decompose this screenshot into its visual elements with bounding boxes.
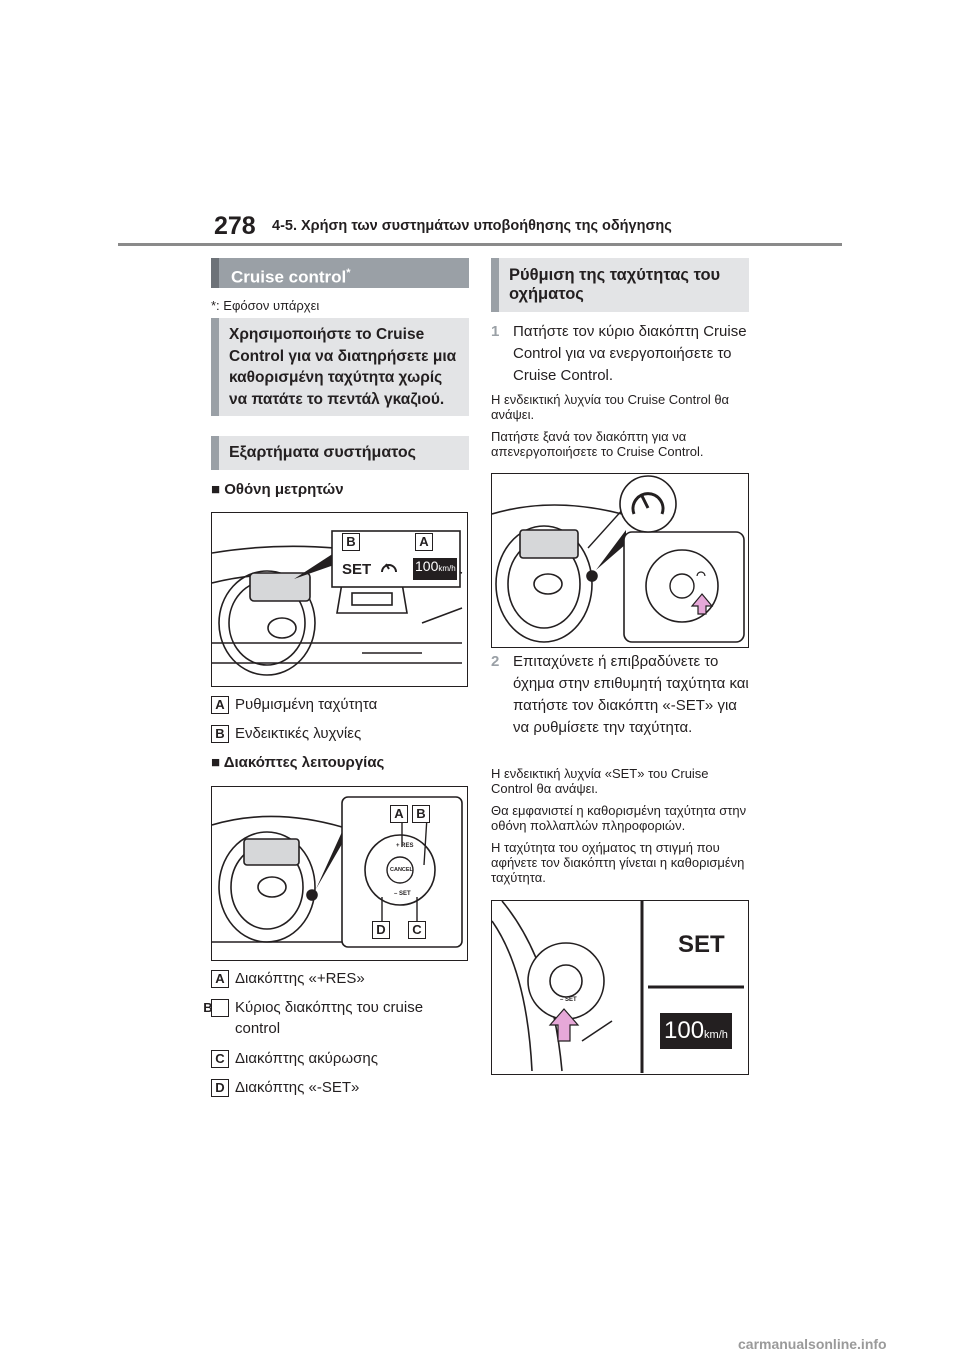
meter-item-b-text: Ενδεικτικές λυχνίες xyxy=(235,725,362,742)
step-2-text: Επιταχύνετε ή επιβραδύνετε το όχημα στην… xyxy=(513,653,749,736)
callout-a: A xyxy=(390,805,408,823)
cancel-switch-label: CANCEL xyxy=(390,867,413,873)
meter-heading-text: Οθόνη μετρητών xyxy=(224,481,344,498)
step-2-number: 2 xyxy=(491,653,500,670)
switches-illustration xyxy=(212,796,463,948)
callout-d: D xyxy=(372,921,390,939)
footnote: *: Εφόσον υπάρχει xyxy=(211,298,320,313)
switch-item-d: D Διακόπτης «-SET» xyxy=(211,1077,359,1098)
step-2-note-3: Η ταχύτητα του οχήματος τη στιγμή που αφ… xyxy=(491,840,745,885)
switch-item-c-text: Διακόπτης ακύρωσης xyxy=(235,1050,378,1067)
switch-item-c: C Διακόπτης ακύρωσης xyxy=(211,1048,378,1069)
switch-item-a-text: Διακόπτης «+RES» xyxy=(235,970,365,987)
set-speed-display: 100km/h xyxy=(660,1013,732,1049)
intro-box: Χρησιμοποιήστε το Cruise Control για να … xyxy=(211,318,469,416)
cruise-indicator-icon xyxy=(380,559,398,577)
meter-item-b-tag: B xyxy=(211,725,229,744)
set-switch-label: – SET xyxy=(560,997,577,1003)
set-speed-unit: km/h xyxy=(438,564,456,573)
switches-figure: A B + RES CANCEL – SET D C xyxy=(211,786,468,961)
set-speed-value: 100 xyxy=(415,558,439,574)
callout-c: C xyxy=(408,921,426,939)
speed-setting-heading: Ρύθμιση της ταχύτητας του οχήματος xyxy=(491,258,749,312)
step-2-note-1: Η ενδεικτική λυχνία «SET» του Cruise Con… xyxy=(491,766,709,796)
running-title: 4-5. Χρήση των συστημάτων υποβοήθησης τη… xyxy=(272,218,672,234)
step-1-note-1: Η ενδεικτική λυχνία του Cruise Control θ… xyxy=(491,392,730,422)
meter-item-b: B Ενδεικτικές λυχνίες xyxy=(211,723,361,744)
step-2: 2 Επιταχύνετε ή επιβραδύνετε το όχημα στη… xyxy=(491,651,749,739)
set-indicator: SET xyxy=(678,931,725,958)
components-heading: Εξαρτήματα συστήματος xyxy=(211,436,469,470)
set-switch-figure: – SET SET 100km/h xyxy=(491,900,749,1075)
cruise-control-heading-mark: * xyxy=(346,267,351,279)
bullet-square-icon: ■ xyxy=(211,481,221,498)
switch-item-b-text: Κύριος διακόπτης του cruise control xyxy=(235,999,424,1037)
cruise-control-heading-text: Cruise control xyxy=(231,267,347,287)
callout-b: B xyxy=(342,533,360,551)
meter-display-figure: B A SET 100km/h xyxy=(211,512,468,687)
step-1-note-2: Πατήστε ξανά τον διακόπτη για να απενεργ… xyxy=(491,429,704,459)
watermark: carmanualsonline.info xyxy=(738,1336,887,1352)
step-1-text: Πατήστε τον κύριο διακόπτη Cruise Contro… xyxy=(513,323,747,384)
switch-heading: ■ Διακόπτες λειτουργίας xyxy=(211,754,384,771)
switch-item-b: B Κύριος διακόπτης του cruise control xyxy=(203,997,469,1039)
set-switch-illustration xyxy=(492,901,744,1073)
meter-item-a: A Ρυθμισμένη ταχύτητα xyxy=(211,694,377,715)
switch-item-b-tag: B xyxy=(203,999,229,1018)
meter-item-a-text: Ρυθμισμένη ταχύτητα xyxy=(235,696,378,713)
switch-heading-text: Διακόπτες λειτουργίας xyxy=(223,754,385,771)
callout-b: B xyxy=(412,805,430,823)
header-rule xyxy=(118,243,842,246)
step-1-number: 1 xyxy=(491,323,500,340)
set-speed-value: 100 xyxy=(664,1017,705,1044)
switch-item-d-tag: D xyxy=(211,1079,229,1098)
set-switch-label: – SET xyxy=(394,891,411,897)
callout-a: A xyxy=(415,533,433,551)
res-switch-label: + RES xyxy=(396,843,414,849)
meter-heading: ■ Οθόνη μετρητών xyxy=(211,481,344,498)
main-switch-illustration xyxy=(492,475,745,643)
switch-item-d-text: Διακόπτης «-SET» xyxy=(235,1079,360,1096)
step-2-note-2: Θα εμφανιστεί η καθορισμένη ταχύτητα στη… xyxy=(491,803,747,833)
switch-item-a-tag: A xyxy=(211,970,229,989)
step-1: 1 Πατήστε τον κύριο διακόπτη Cruise Contr… xyxy=(491,321,749,387)
main-switch-figure xyxy=(491,473,749,648)
set-indicator: SET xyxy=(342,561,372,578)
switch-item-c-tag: C xyxy=(211,1050,229,1069)
switch-item-a: A Διακόπτης «+RES» xyxy=(211,968,365,989)
set-speed-unit: km/h xyxy=(704,1029,728,1041)
set-speed-display: 100km/h xyxy=(413,558,457,580)
page-number: 278 xyxy=(214,212,256,240)
bullet-square-icon: ■ xyxy=(211,754,221,771)
cruise-control-heading: Cruise control* xyxy=(211,258,469,288)
meter-item-a-tag: A xyxy=(211,696,229,715)
